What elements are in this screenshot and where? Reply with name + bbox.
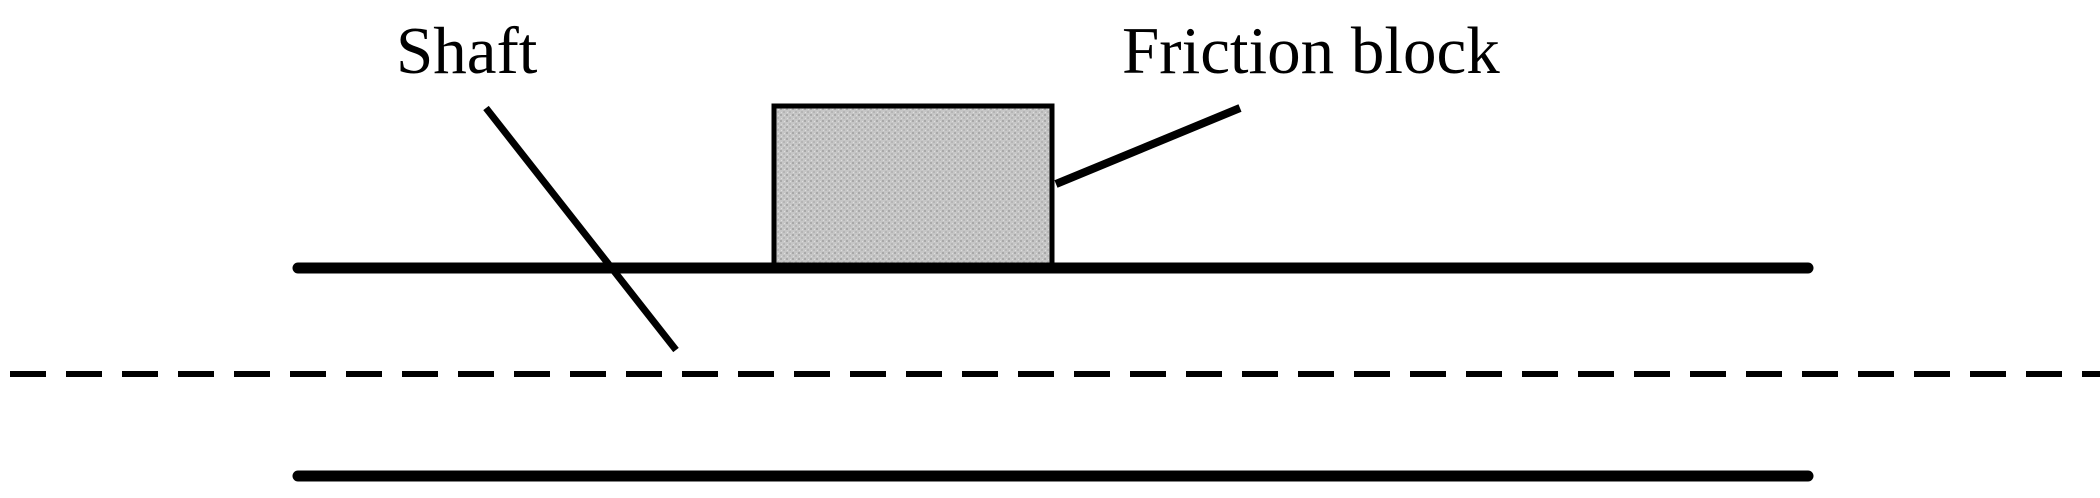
shaft-label: Shaft — [396, 14, 538, 88]
friction-block-leader-line — [1054, 104, 1242, 188]
friction-block-label: Friction block — [1122, 14, 1500, 88]
friction-block — [771, 103, 1055, 272]
shaft-leader-line — [483, 105, 679, 353]
